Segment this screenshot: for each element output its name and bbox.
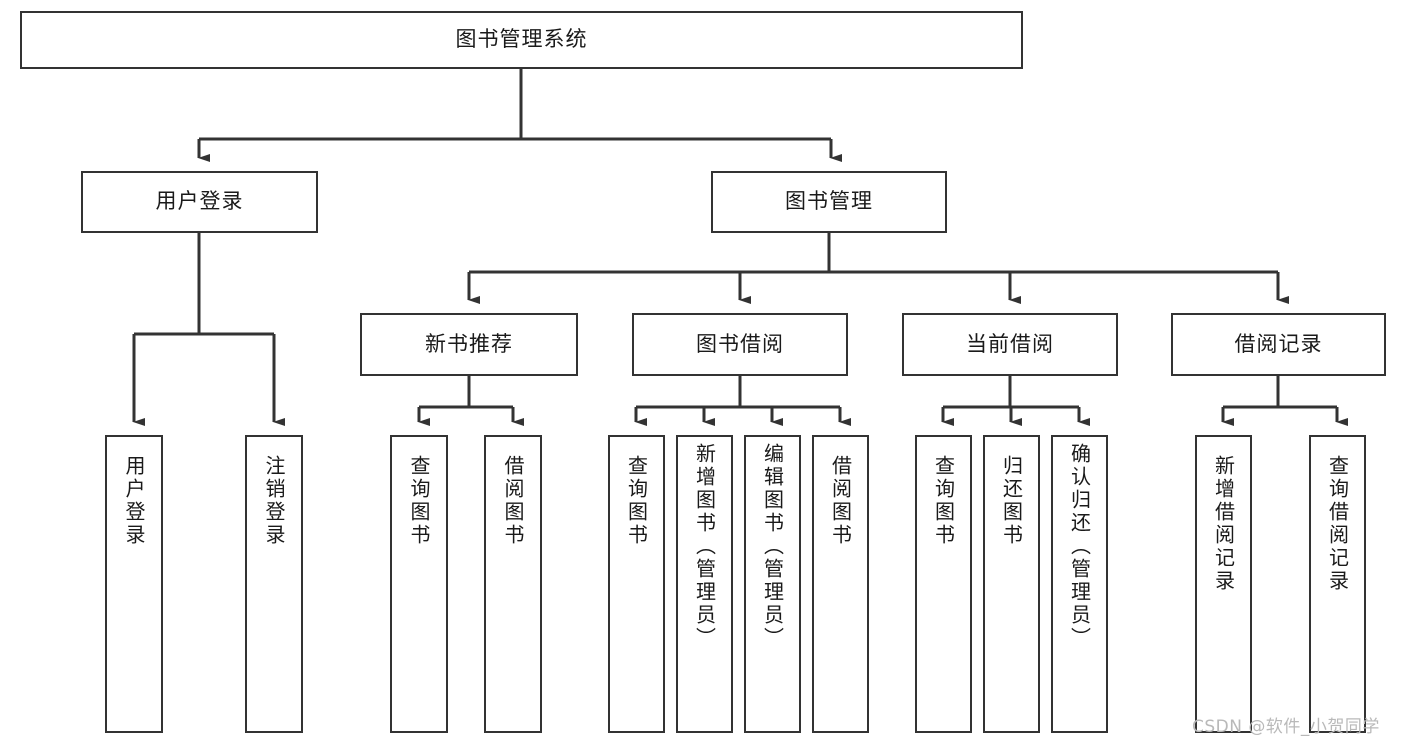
- node-user-login[interactable]: 用户登录: [81, 171, 318, 233]
- node-label: 图书管理系统: [455, 27, 588, 52]
- node-label: 编辑图书（管理员）: [760, 443, 785, 650]
- node-label: 查询图书: [624, 455, 649, 547]
- node-book-borrow[interactable]: 图书借阅: [632, 313, 848, 376]
- node-label: 当前借阅: [966, 331, 1054, 356]
- node-label: 用户登录: [155, 189, 244, 214]
- connector-borrowrecord-to-leaves: [1221, 376, 1348, 426]
- node-label: 归还图书: [999, 455, 1024, 547]
- node-leaf-confirm-return-admin[interactable]: 确认归还（管理员）: [1051, 435, 1108, 733]
- node-leaf-query-book-borrow[interactable]: 查询图书: [608, 435, 665, 733]
- node-label: 图书管理: [785, 189, 873, 214]
- connector-currentborrow-to-leaves: [941, 376, 1090, 426]
- node-label: 确认归还（管理员）: [1067, 443, 1092, 650]
- node-label: 图书借阅: [696, 331, 784, 356]
- node-label: 查询借阅记录: [1325, 455, 1350, 593]
- connector-root-to-level2: [197, 69, 842, 162]
- node-leaf-logout[interactable]: 注销登录: [245, 435, 303, 733]
- node-current-borrow[interactable]: 当前借阅: [902, 313, 1118, 376]
- node-label: 新增图书（管理员）: [692, 443, 717, 650]
- node-label: 注销登录: [262, 455, 286, 547]
- node-leaf-query-book-cur[interactable]: 查询图书: [915, 435, 972, 733]
- node-leaf-borrow-book-rec[interactable]: 借阅图书: [484, 435, 542, 733]
- node-leaf-add-book-admin[interactable]: 新增图书（管理员）: [676, 435, 733, 733]
- node-leaf-add-borrow-record[interactable]: 新增借阅记录: [1195, 435, 1252, 733]
- connector-newbook-to-leaves: [417, 376, 524, 426]
- node-new-book-recommend[interactable]: 新书推荐: [360, 313, 578, 376]
- node-label: 查询图书: [407, 455, 431, 547]
- node-label: 借阅记录: [1234, 331, 1323, 356]
- node-label: 用户登录: [122, 455, 146, 547]
- csdn-watermark: CSDN @软件_小贺同学: [1192, 717, 1380, 737]
- node-label: 查询图书: [931, 455, 956, 547]
- connector-bookmanage-to-level3: [467, 233, 1289, 304]
- node-leaf-user-login[interactable]: 用户登录: [105, 435, 163, 733]
- node-label: 借阅图书: [501, 455, 525, 547]
- node-leaf-return-book[interactable]: 归还图书: [983, 435, 1040, 733]
- node-leaf-edit-book-admin[interactable]: 编辑图书（管理员）: [744, 435, 801, 733]
- node-root-system[interactable]: 图书管理系统: [20, 11, 1023, 69]
- node-leaf-query-borrow-record[interactable]: 查询借阅记录: [1309, 435, 1366, 733]
- connector-userlogin-to-leaves: [132, 233, 285, 426]
- node-book-manage[interactable]: 图书管理: [711, 171, 947, 233]
- node-label: 借阅图书: [828, 455, 853, 547]
- node-label: 新书推荐: [425, 331, 513, 356]
- node-borrow-record[interactable]: 借阅记录: [1171, 313, 1386, 376]
- connector-bookborrow-to-leaves: [634, 376, 851, 426]
- node-leaf-query-book-rec[interactable]: 查询图书: [390, 435, 448, 733]
- node-label: 新增借阅记录: [1211, 455, 1236, 593]
- node-leaf-borrow-book[interactable]: 借阅图书: [812, 435, 869, 733]
